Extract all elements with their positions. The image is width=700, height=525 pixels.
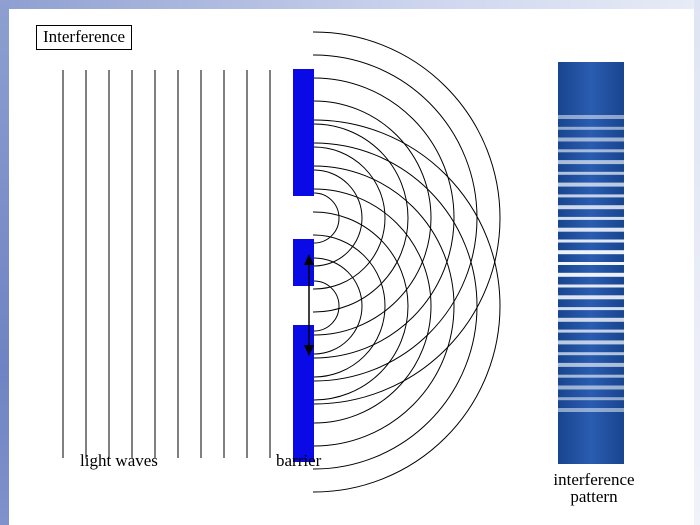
bright-fringe — [558, 227, 624, 232]
bright-fringe — [558, 171, 624, 175]
barrier-segment-top — [293, 69, 314, 196]
bright-fringe — [558, 239, 624, 243]
bright-fringe — [558, 340, 624, 345]
bright-fringe — [558, 385, 624, 390]
bright-fringe — [558, 408, 624, 412]
bright-fringe — [558, 307, 624, 311]
label-interference: interference — [553, 470, 635, 489]
bright-fringe — [558, 272, 624, 277]
bright-fringe — [558, 397, 624, 401]
bright-fringe — [558, 149, 624, 153]
bright-fringe — [558, 262, 624, 265]
bright-fringe — [558, 374, 624, 378]
label-pattern: pattern — [570, 487, 618, 506]
slide-frame-left — [0, 0, 9, 525]
bright-fringe — [558, 250, 624, 255]
barrier — [293, 69, 314, 462]
label-light-waves: light waves — [80, 451, 158, 470]
bright-fringe — [558, 362, 624, 367]
bright-fringe — [558, 115, 624, 119]
bright-fringe — [558, 352, 624, 356]
slide-frame-right — [694, 0, 700, 525]
barrier-segment-bottom — [293, 325, 314, 462]
plane-wavefronts — [62, 70, 271, 458]
bright-fringe — [558, 126, 624, 130]
slit-separation-arrow — [304, 254, 314, 356]
bright-fringe — [558, 182, 624, 187]
diagram-title: Interference — [36, 25, 133, 50]
bright-fringe — [558, 194, 624, 198]
arrowhead-up-icon — [304, 254, 314, 265]
bright-fringe — [558, 317, 624, 322]
slide-frame-top — [0, 0, 700, 9]
bright-fringe — [558, 216, 624, 220]
bright-fringe — [558, 329, 624, 333]
arrowhead-down-icon — [304, 345, 314, 356]
bright-fringe — [558, 295, 624, 300]
bright-fringe — [558, 160, 624, 165]
label-barrier: barrier — [276, 451, 322, 470]
bright-fringe — [558, 284, 624, 288]
bright-fringe — [558, 205, 624, 210]
interference-pattern-screen — [558, 62, 624, 464]
interference-fringes — [558, 115, 624, 412]
bright-fringe — [558, 137, 624, 142]
